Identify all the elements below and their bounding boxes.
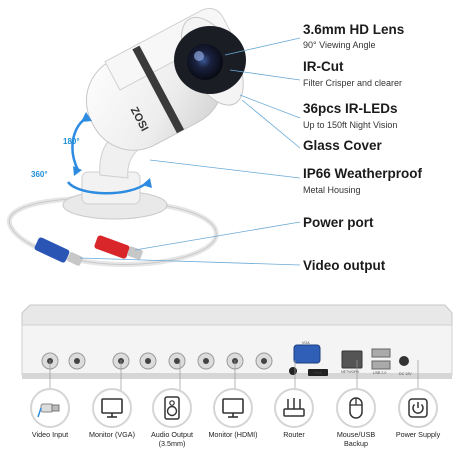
mouse-icon — [349, 397, 363, 419]
hdmi-port — [308, 369, 328, 376]
port-icon-video-input — [30, 388, 70, 428]
power-icon — [408, 398, 428, 418]
feature-weatherproof-subtitle: Metal Housing — [303, 185, 361, 195]
pan-rotation-label: 360° — [31, 170, 48, 179]
port-label-video-input: Video Input — [31, 430, 69, 439]
port-label-router: Router — [283, 430, 305, 439]
port-icon-power-supply — [398, 388, 438, 428]
feature-lens-subtitle: 90° Viewing Angle — [303, 40, 376, 50]
feature-irled-title: 36pcs IR-LEDs — [303, 101, 398, 116]
router-icon — [283, 398, 305, 417]
dc-power-label: DC 12V — [399, 372, 412, 376]
dc-power-port — [399, 356, 409, 366]
port-icon-vga-monitor — [92, 388, 132, 428]
feature-video-title: Video output — [303, 258, 386, 273]
port-label-audio-output: Audio Output (3.5mm) — [151, 430, 193, 448]
vga-port — [293, 344, 321, 364]
port-label-vga-monitor: Monitor (VGA) — [89, 430, 135, 439]
hdmi-port-label: HDMI — [313, 371, 323, 375]
feature-irled-subtitle: Up to 150ft Night Vision — [303, 120, 398, 130]
port-label-mouse-usb: Mouse/USB Backup — [336, 430, 376, 448]
port-label-power-supply: Power Supply — [395, 430, 441, 439]
port-icon-router — [274, 388, 314, 428]
port-icon-hdmi-monitor — [213, 388, 253, 428]
camera-illustration: ZOSI — [6, 8, 246, 267]
bnc-ports — [41, 352, 273, 370]
usb-port-label: USB 2.0 — [373, 371, 387, 375]
port-icon-audio-output — [152, 388, 192, 428]
pan-arc — [66, 181, 149, 195]
feature-glass-title: Glass Cover — [303, 138, 382, 153]
vga-monitor-icon — [101, 398, 123, 418]
feature-leader-lines — [79, 37, 301, 266]
feature-power-title: Power port — [303, 215, 374, 230]
feature-weatherproof-title: IP66 Weatherproof — [303, 166, 423, 181]
usb-port-2 — [371, 360, 391, 370]
port-icon-mouse-usb — [336, 388, 376, 428]
hdmi-monitor-icon — [222, 398, 244, 418]
usb-port-1 — [371, 348, 391, 358]
bnc-blue-connector — [34, 237, 83, 266]
vga-port-label: VGA — [302, 341, 310, 345]
feature-ircut-title: IR-Cut — [303, 59, 344, 74]
port-label-hdmi-monitor: Monitor (HDMI) — [208, 430, 258, 439]
feature-lens-title: 3.6mm HD Lens — [303, 22, 405, 37]
bnc-connector-icon — [37, 403, 60, 418]
tilt-rotation-label: 180° — [63, 137, 80, 146]
feature-ircut-subtitle: Filter Crisper and clearer — [303, 78, 403, 88]
dvr-rear-panel — [21, 304, 453, 379]
speaker-icon — [164, 396, 180, 420]
network-port-label: NETWORK — [341, 370, 360, 374]
